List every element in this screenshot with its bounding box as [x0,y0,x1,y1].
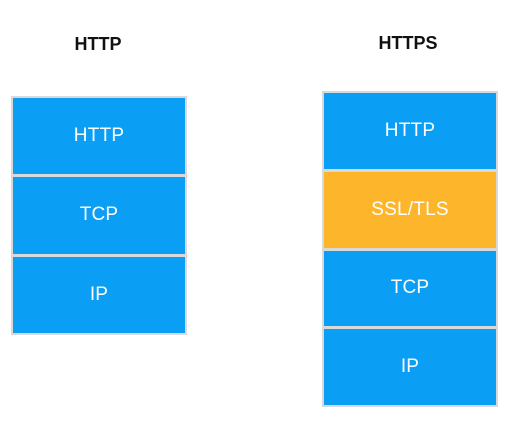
https-protocol-stack: HTTP SSL/TLS TCP IP [322,91,498,407]
https-stack-layer-ip: IP [324,329,496,405]
https-stack-title: HTTPS [378,33,438,53]
https-stack-layer-http: HTTP [324,93,496,172]
https-stack-layer-ssl-tls: SSL/TLS [324,171,496,251]
http-stack-title: HTTP [74,34,122,54]
http-protocol-stack: HTTP TCP IP [11,96,187,335]
https-stack-layer-tcp: TCP [324,250,496,330]
http-stack-layer-http: HTTP [13,98,185,178]
http-stack-layer-ip: IP [13,256,185,333]
http-stack-layer-tcp: TCP [13,177,185,257]
